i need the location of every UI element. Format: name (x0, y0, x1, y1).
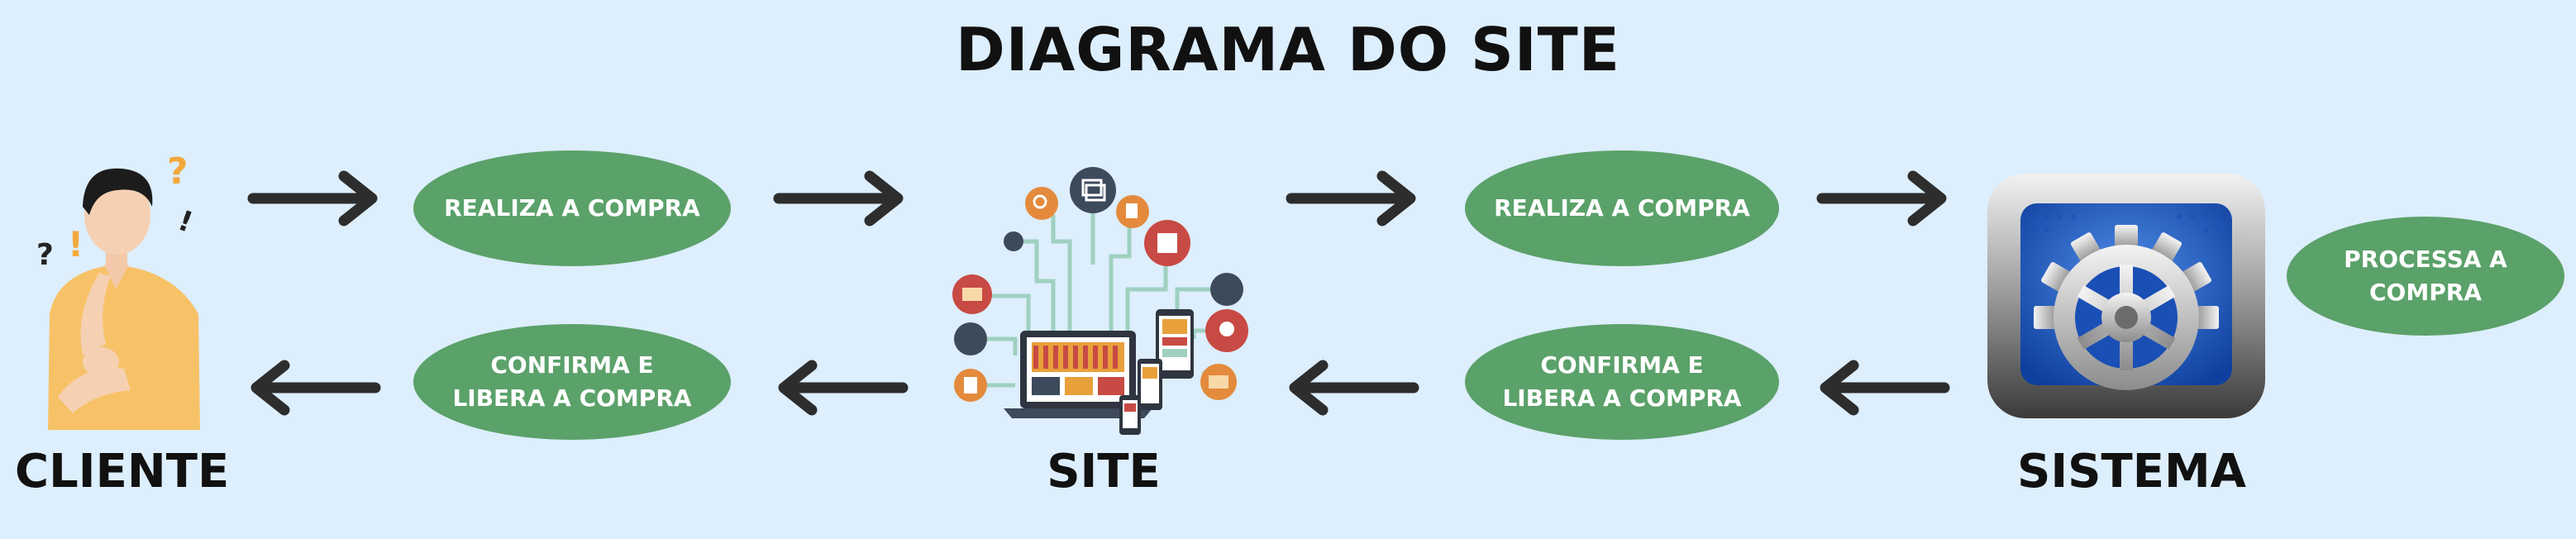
arrow-right-icon (1815, 169, 1956, 227)
diagram-title: DIAGRAMA DO SITE (956, 15, 1620, 84)
exclamation-icon: ! (174, 204, 197, 240)
sistema-label: SISTEMA (2017, 445, 2247, 498)
arrow-left-icon (1280, 359, 1420, 417)
exclamation-icon: ! (68, 224, 83, 265)
arrow-left-icon (241, 359, 382, 417)
question-mark-icon: ? (36, 238, 54, 272)
step-realiza-compra-2: REALIZA A COMPRA (1465, 150, 1779, 266)
site-label: SITE (1047, 445, 1161, 498)
arrow-right-icon (246, 169, 387, 227)
site-illustration (946, 165, 1260, 438)
arrow-right-icon (772, 169, 913, 227)
step-realiza-compra-1: REALIZA A COMPRA (413, 150, 731, 266)
cliente-illustration: ? ! ? ! (25, 149, 223, 430)
step-confirma-libera-1: CONFIRMA E LIBERA A COMPRA (413, 324, 731, 440)
arrow-right-icon (1285, 169, 1425, 227)
arrow-left-icon (1810, 359, 1951, 417)
step-processa-compra: PROCESSA A COMPRA (2287, 217, 2564, 336)
arrow-left-icon (769, 359, 909, 417)
sistema-gear-icon (1984, 170, 2268, 422)
question-mark-icon: ? (167, 150, 188, 193)
cliente-label: CLIENTE (15, 445, 230, 498)
step-confirma-libera-2: CONFIRMA E LIBERA A COMPRA (1465, 324, 1779, 440)
